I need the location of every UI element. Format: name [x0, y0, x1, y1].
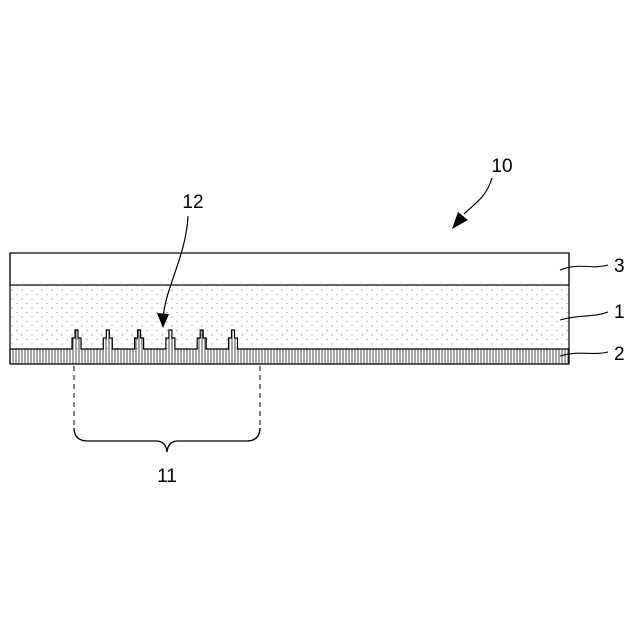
assembly-10-label: 10: [491, 156, 512, 177]
layer-1-middle: [10, 285, 569, 349]
assembly-10-arrowhead: [452, 212, 468, 229]
layer-2-label: 2: [614, 344, 625, 365]
region-11-brace: [74, 428, 260, 452]
layer-3-label: 3: [614, 256, 625, 277]
feature-12-label: 12: [182, 192, 203, 213]
layer-3-top: [10, 253, 569, 285]
assembly-10-leader: [464, 178, 492, 214]
region-11-label: 11: [157, 466, 177, 487]
layer-1-label: 1: [614, 302, 625, 323]
